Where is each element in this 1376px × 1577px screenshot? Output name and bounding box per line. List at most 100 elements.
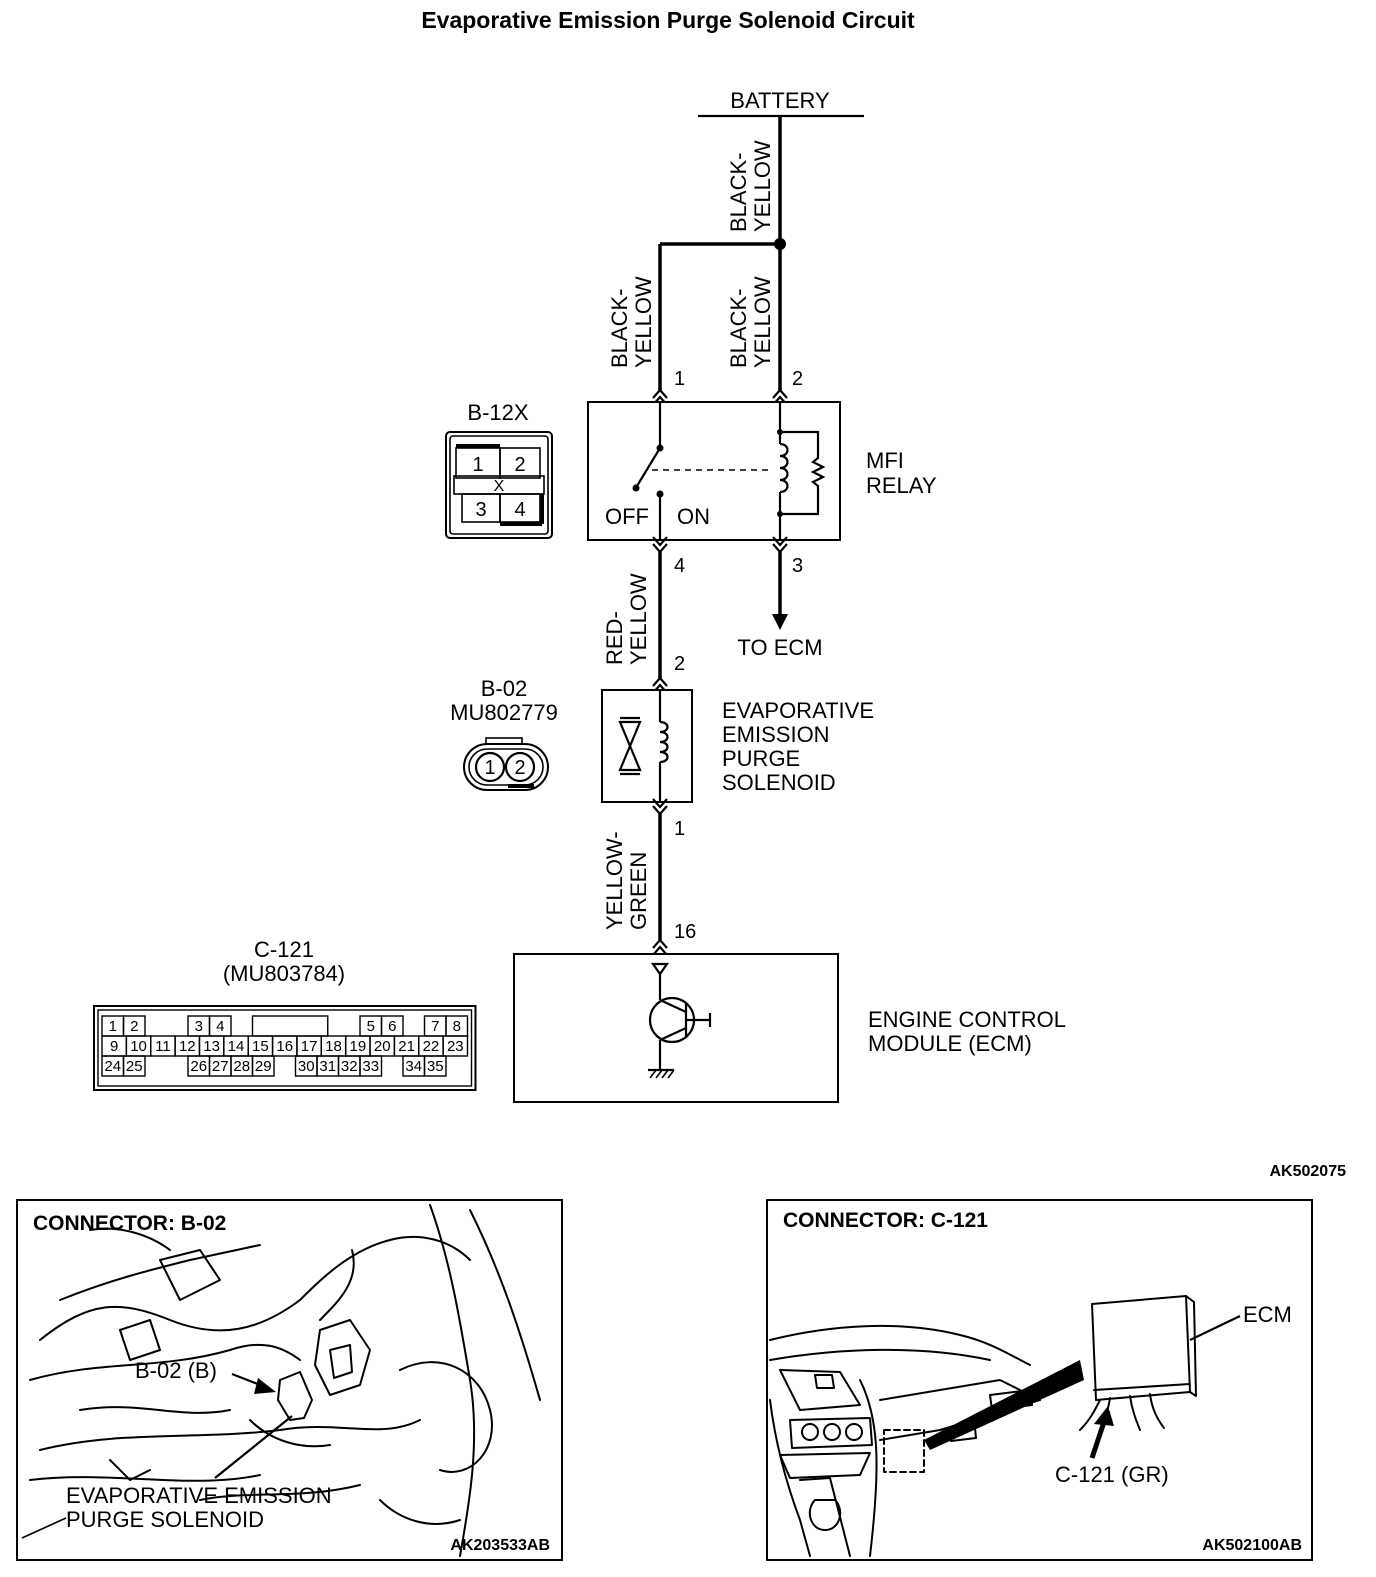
ground-hatch — [667, 1069, 675, 1079]
c121-pin: 17 — [301, 1038, 318, 1055]
transistor-emitter — [659, 1027, 687, 1041]
chevron-icon — [652, 536, 668, 547]
panel-b02-frame — [16, 1199, 563, 1561]
c121-pin: 27 — [212, 1058, 229, 1075]
ground-hatch — [649, 1069, 657, 1079]
c121-pin: 2 — [130, 1018, 138, 1035]
b02-pin: 2 — [514, 757, 525, 779]
c121-pin: 7 — [431, 1018, 439, 1035]
c121-pin: 9 — [110, 1038, 118, 1055]
wire-label-yellow-2: GREEN — [626, 852, 651, 930]
figure-code: AK502075 — [1270, 1163, 1347, 1180]
wire-label-red-2: YELLOW — [626, 573, 651, 665]
solenoid-label-2: EMISSION — [722, 722, 830, 747]
relay-off-dot — [632, 484, 640, 492]
c121-pin: 34 — [405, 1058, 422, 1075]
relay-pin-2: 2 — [792, 368, 803, 390]
panel-c121-illustration — [769, 1295, 1197, 1557]
ecm-pin-16: 16 — [674, 921, 696, 943]
panel-b02-caption-1: EVAPORATIVE EMISSION — [66, 1483, 332, 1508]
c121-pin: 31 — [319, 1058, 336, 1075]
wire-label-pin2-2: YELLOW — [750, 276, 775, 368]
b12x-pin: 2 — [514, 454, 525, 476]
c121-pin: 8 — [453, 1018, 461, 1035]
panel-c121-code: AK502100AB — [1202, 1537, 1302, 1554]
wire-label-battery-1: BLACK- — [726, 153, 751, 232]
b12x-name: B-12X — [467, 400, 528, 425]
ecm-input-arrow-icon — [650, 962, 670, 976]
b02-inner — [468, 748, 544, 786]
panel-c121-ecm-label: ECM — [1243, 1302, 1292, 1327]
b02-pin-cell — [504, 751, 536, 783]
b12x-pin: 1 — [472, 454, 483, 476]
c121-pin: 30 — [298, 1058, 315, 1075]
to-ecm-label: TO ECM — [737, 635, 822, 660]
relay-off-label: OFF — [605, 504, 649, 529]
panel-b02-heading: CONNECTOR: B-02 — [33, 1212, 226, 1235]
c121-pin: 15 — [252, 1038, 269, 1055]
chevron-icon — [652, 798, 668, 809]
c121-pin: 33 — [362, 1058, 379, 1075]
chevron-icon — [652, 676, 668, 687]
b12x-outer — [445, 431, 553, 539]
c121-inner — [97, 1009, 473, 1087]
c121-pin: 29 — [255, 1058, 272, 1075]
wire-label-battery-2: YELLOW — [750, 140, 775, 232]
c121-pin: 14 — [228, 1038, 245, 1055]
c121-pin: 4 — [216, 1018, 224, 1035]
c121-pin-cell — [251, 1055, 275, 1077]
c121-pin: 22 — [423, 1038, 440, 1055]
chevron-icon — [652, 938, 668, 949]
c121-pin: 20 — [374, 1038, 391, 1055]
solenoid-label-3: PURGE — [722, 746, 800, 771]
c121-pin-cell — [359, 1055, 383, 1077]
battery-label: BATTERY — [730, 88, 830, 113]
c121-pin: 21 — [398, 1038, 415, 1055]
chevron-icon — [652, 945, 668, 956]
c121-pin: 28 — [233, 1058, 250, 1075]
relay-resistor-branch — [780, 430, 826, 516]
c121-pin: 13 — [203, 1038, 220, 1055]
solenoid-box — [601, 689, 693, 803]
relay-coil — [779, 442, 789, 494]
panel-b02-illustration — [29, 1204, 541, 1557]
solenoid-label-1: EVAPORATIVE — [722, 698, 874, 723]
ecm-label-2: MODULE (ECM) — [868, 1031, 1032, 1056]
b12x-inner — [449, 435, 549, 535]
solenoid-pin-2: 2 — [674, 653, 685, 675]
panel-c121-ecm-leader — [1189, 1315, 1241, 1341]
wire-label-pin1-2: YELLOW — [631, 276, 656, 368]
c121-key-slot — [251, 1015, 329, 1037]
c121-pin: 18 — [325, 1038, 342, 1055]
panel-c121-callout-arrow — [1089, 1421, 1107, 1459]
diagram-title: Evaporative Emission Purge Solenoid Circ… — [421, 7, 915, 33]
c121-pin: 10 — [130, 1038, 147, 1055]
b12x-cell — [499, 447, 541, 479]
c121-pin: 1 — [109, 1018, 117, 1035]
solenoid-label-4: SOLENOID — [722, 770, 836, 795]
arrow-icon — [254, 1378, 276, 1394]
panel-b02-callout: B-02 (B) — [135, 1358, 217, 1383]
b12x-pin: 3 — [475, 499, 486, 521]
mfi-relay-label-1: MFI — [866, 448, 904, 473]
to-ecm-arrow-icon — [772, 614, 788, 630]
c121-pin: 19 — [350, 1038, 367, 1055]
c121-pin: 16 — [276, 1038, 293, 1055]
valve-icon — [618, 720, 642, 749]
c121-pin: 35 — [427, 1058, 444, 1075]
wire-label-yellow-1: YELLOW- — [602, 831, 627, 930]
b02-part: MU802779 — [450, 700, 558, 725]
c121-pin-cell — [122, 1055, 146, 1077]
wire-label-pin1-1: BLACK- — [607, 289, 632, 368]
solenoid-pin-1: 1 — [674, 818, 685, 840]
valve-icon — [618, 743, 642, 772]
c121-pin: 26 — [190, 1058, 207, 1075]
b12x-pin: X — [494, 478, 505, 495]
chevron-icon — [772, 536, 788, 547]
c121-pin: 25 — [126, 1058, 143, 1075]
panel-b02-leader — [214, 1415, 293, 1479]
solenoid-coil — [659, 720, 669, 764]
